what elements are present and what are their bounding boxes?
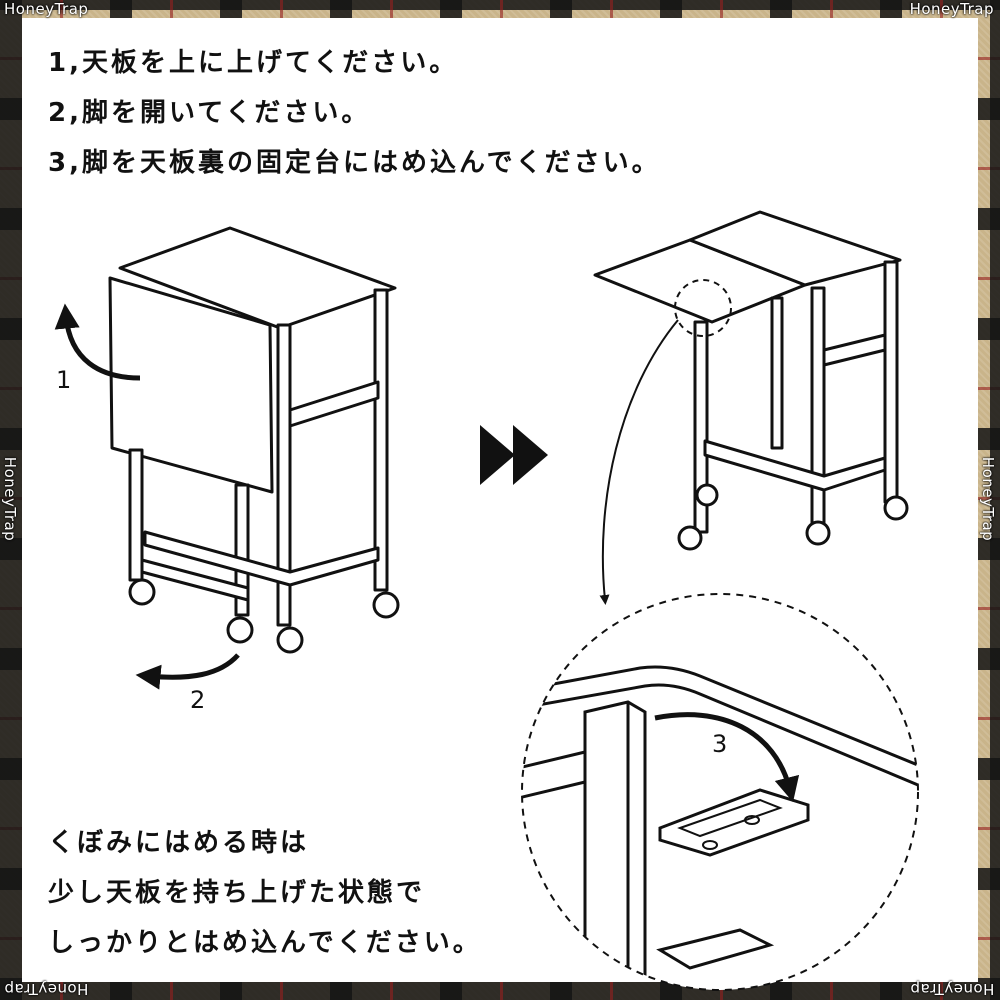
side-rail (288, 380, 380, 428)
rear-leg-right (883, 260, 899, 504)
arrow-1-icon (54, 303, 141, 381)
cart-top-right (688, 210, 902, 287)
fast-forward-icon (480, 425, 548, 485)
arrow-3-icon (654, 712, 800, 803)
cart-top (118, 226, 397, 330)
fixing-bracket (658, 788, 810, 857)
opened-cart (593, 210, 909, 551)
arrow-3-label: 3 (712, 730, 727, 758)
note-line-1: くぼみにはめる時は (48, 828, 310, 858)
bottom-shelf-right (703, 439, 887, 492)
detail-marker-circle (674, 279, 732, 337)
detail-zoom (522, 594, 918, 990)
right-side-rail (822, 333, 887, 367)
front-leg-right (810, 286, 826, 530)
watermark-top-left: HoneyTrap (4, 0, 89, 18)
bottom-shelf (143, 530, 380, 587)
instruction-step-3: 3,脚を天板裏の固定台にはめ込んでください。 (48, 148, 661, 178)
instruction-step-1: 1,天板を上に上げてください。 (48, 48, 459, 78)
caster-b (695, 483, 719, 507)
leaf-support-leg (693, 320, 709, 534)
right-leg (373, 288, 389, 592)
front-leg (276, 323, 292, 627)
folded-cart (108, 226, 400, 654)
arrow-1-label: 1 (56, 366, 71, 394)
instruction-step-2: 2,脚を開いてください。 (48, 98, 371, 128)
caster-front (276, 626, 304, 654)
drop-leaf-down (108, 276, 274, 494)
watermark-top-right: HoneyTrap (909, 0, 994, 18)
caster-c (805, 520, 831, 546)
note-line-3: しっかりとはめ込んでください。 (48, 928, 482, 958)
center-leg (770, 296, 784, 450)
caster-left (128, 578, 156, 606)
detail-circle (521, 593, 919, 991)
note-line-2: 少し天板を持ち上げた状態で (48, 878, 426, 908)
caster-mid (226, 616, 254, 644)
caster-right (372, 591, 400, 619)
arrow-2-icon (135, 653, 240, 690)
caster-a (677, 525, 703, 551)
shelf-front-rail (140, 558, 250, 602)
detail-pointer-arrow (599, 319, 679, 605)
middle-leg (234, 483, 250, 617)
left-leg (128, 448, 144, 582)
caster-d (883, 495, 909, 521)
arrow-2-label: 2 (190, 686, 205, 714)
